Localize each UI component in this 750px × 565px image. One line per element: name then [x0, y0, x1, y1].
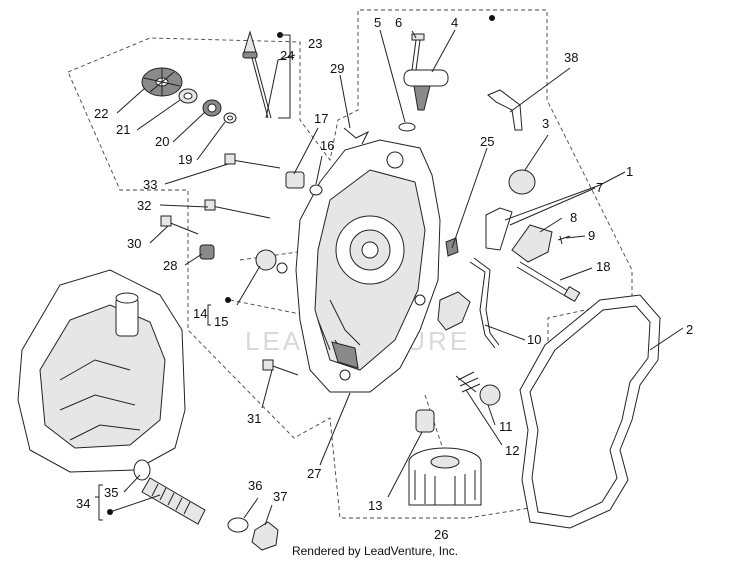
- pump-impeller: [141, 67, 183, 97]
- breather-hose: [469, 261, 496, 349]
- lower-bolt: [269, 364, 299, 376]
- callout-15: 15: [214, 314, 228, 329]
- callout-31: 31: [247, 411, 261, 426]
- pump-shaft: [178, 88, 198, 104]
- cover-bolt: [167, 221, 199, 235]
- callout-29: 29: [330, 61, 344, 76]
- bracket-34: [98, 484, 103, 521]
- callout-25: 25: [480, 134, 494, 149]
- long-bolt: [231, 159, 281, 169]
- dowel: [199, 244, 215, 260]
- bullet-14: [225, 297, 231, 303]
- callout-4: 4: [451, 15, 458, 30]
- dipstick: [242, 30, 272, 119]
- bullet-top: [489, 15, 495, 21]
- stud-head: [204, 199, 216, 211]
- filter-bush: [415, 409, 435, 433]
- engine-crankcase: [17, 269, 186, 473]
- oil-seal-ring: [276, 262, 288, 274]
- drain-plug: [285, 171, 305, 189]
- stud: [211, 205, 271, 219]
- callout-19: 19: [178, 152, 192, 167]
- oil-seal: [255, 249, 277, 271]
- gear-cover: [511, 224, 553, 263]
- cover-gasket: [519, 294, 661, 529]
- bullet-34: [107, 509, 113, 515]
- callout-10: 10: [527, 332, 541, 347]
- callout-7: 7: [596, 180, 603, 195]
- plug-cap: [508, 169, 536, 195]
- crankcase-cover: [295, 139, 441, 393]
- sensor: [403, 69, 449, 111]
- callout-30: 30: [127, 236, 141, 251]
- callout-13: 13: [368, 498, 382, 513]
- cover-gasket-inner: [529, 305, 651, 518]
- sleeve: [479, 384, 501, 406]
- washer-hole: [227, 115, 233, 121]
- callout-22: 22: [94, 106, 108, 121]
- breather-hose-outer: [473, 257, 500, 346]
- callout-8: 8: [570, 210, 577, 225]
- callout-27: 27: [307, 466, 321, 481]
- callout-labels: 1 2 3 4 5 6 7 8 9 10 11 12 13 14 15 16 1…: [76, 15, 693, 542]
- bracket-14: [207, 304, 211, 326]
- callout-5: 5: [374, 15, 381, 30]
- callout-32: 32: [137, 198, 151, 213]
- callout-1: 1: [626, 164, 633, 179]
- bracket-23: [278, 34, 291, 119]
- oil-filter: [408, 447, 482, 506]
- screw: [557, 235, 571, 245]
- callout-38: 38: [564, 50, 578, 65]
- cover-bolt-head: [160, 215, 172, 227]
- callout-14: 14: [193, 306, 207, 321]
- callout-37: 37: [273, 489, 287, 504]
- leader-lines: [95, 29, 684, 526]
- callout-20: 20: [155, 134, 169, 149]
- sealing-washer: [309, 184, 323, 196]
- callout-9: 9: [588, 228, 595, 243]
- callout-28: 28: [163, 258, 177, 273]
- callout-11: 11: [499, 419, 513, 434]
- callout-3: 3: [542, 116, 549, 131]
- callout-24: 24: [280, 48, 294, 63]
- callout-23: 23: [308, 36, 322, 51]
- spring-clip: [343, 127, 370, 145]
- callout-26: 26: [434, 527, 448, 542]
- callout-12: 12: [505, 443, 519, 458]
- shift-shaft: [516, 261, 581, 303]
- callout-21: 21: [116, 122, 130, 137]
- bracket: [487, 89, 523, 131]
- callout-6: 6: [395, 15, 402, 30]
- callout-36: 36: [248, 478, 262, 493]
- lower-bolt-head: [262, 359, 274, 371]
- long-bolt-head: [224, 153, 236, 165]
- callout-17: 17: [314, 111, 328, 126]
- callout-35: 35: [104, 485, 118, 500]
- callout-33: 33: [143, 177, 157, 192]
- bolt: [411, 33, 425, 71]
- o-ring: [398, 122, 416, 132]
- callout-16: 16: [320, 138, 334, 153]
- spring: [455, 371, 481, 393]
- strainer-plug: [251, 521, 279, 551]
- callout-18: 18: [596, 259, 610, 274]
- footer-credit: Rendered by LeadVenture, Inc.: [291, 544, 459, 558]
- callout-34: 34: [76, 496, 90, 511]
- oil-strainer: [133, 459, 206, 525]
- cover-plate: [485, 207, 513, 251]
- strainer-o-ring: [133, 459, 151, 481]
- callout-2: 2: [686, 322, 693, 337]
- shift-lever: [437, 291, 471, 331]
- bearing: [202, 99, 222, 117]
- plug-o-ring: [227, 517, 249, 533]
